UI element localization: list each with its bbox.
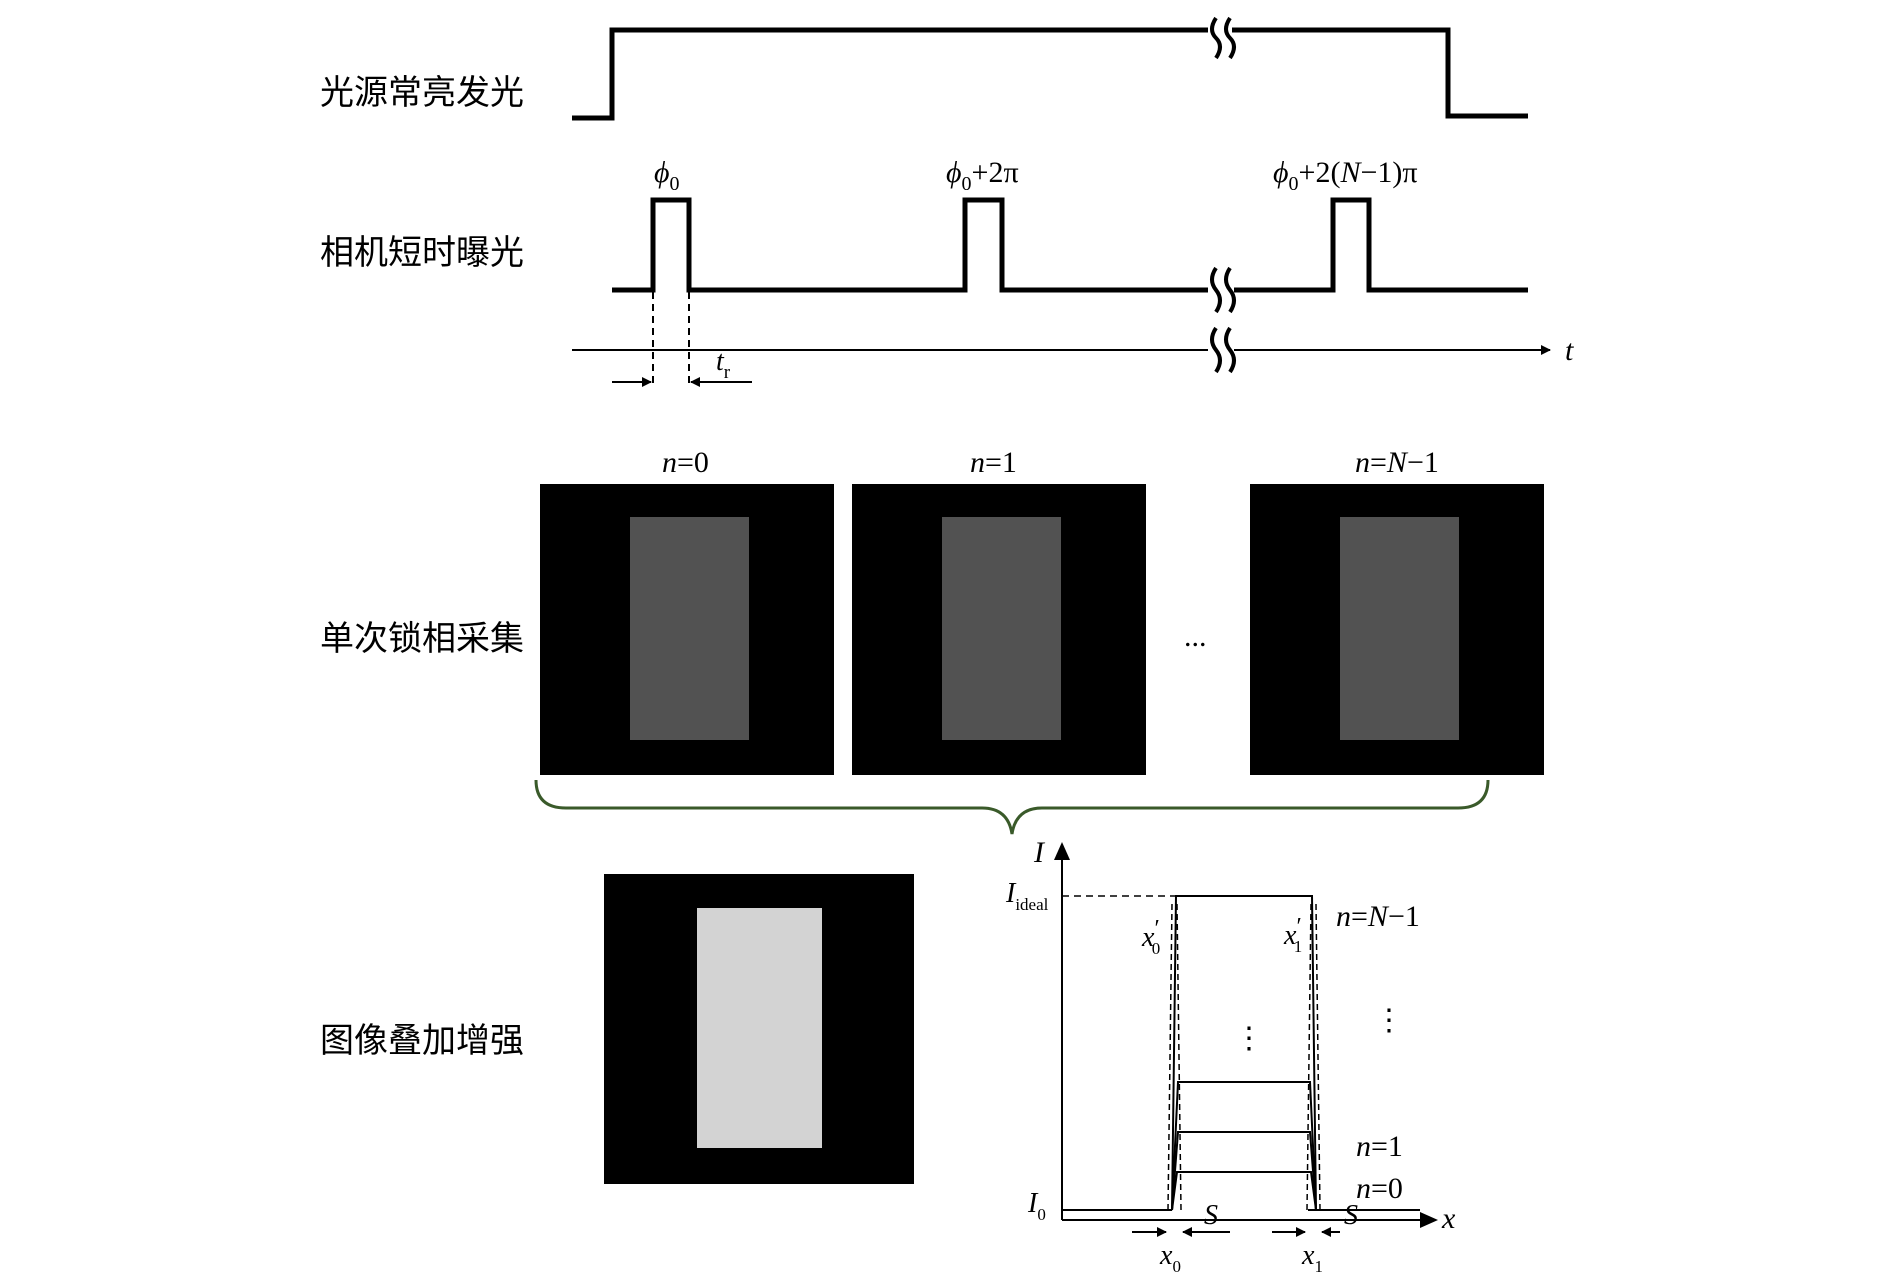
frame-bright-region	[1340, 517, 1459, 740]
profile-curve-n1	[1171, 1131, 1317, 1211]
profile-vdots-inner: ⋮	[1234, 1022, 1264, 1055]
frame-image-n0	[540, 484, 834, 775]
break-mark-camera	[1208, 266, 1236, 314]
stacked-bright-region	[697, 908, 822, 1148]
profile-vdots-outer: ⋮	[1374, 1004, 1404, 1037]
frame-label-n1: n=1	[970, 446, 1017, 479]
x0-prime-label: x′0	[1141, 916, 1160, 958]
profile-axes	[1054, 842, 1438, 1228]
profile-curve-mid	[1171, 1081, 1317, 1211]
i0-label: I0	[1027, 1188, 1046, 1224]
tr-dimension	[612, 292, 752, 388]
profile-y-axis-label: I	[1033, 836, 1046, 869]
x1-prime-label: x′1	[1283, 914, 1302, 956]
profile-curve-nN-1	[1171, 895, 1317, 1211]
profile-curve-n0	[1171, 1171, 1317, 1211]
curve-label-n1: n=1	[1356, 1130, 1403, 1163]
row-label-light: 光源常亮发光	[320, 73, 524, 113]
row-label-single: 单次锁相采集	[320, 619, 524, 659]
frame-label-nN-1: n=N−1	[1355, 446, 1439, 479]
row-label-camera: 相机短时曝光	[320, 233, 524, 273]
frame-label-n0: n=0	[662, 446, 709, 479]
frame-bright-region	[630, 517, 749, 740]
s-label-left: S	[1204, 1200, 1218, 1231]
s-label-right: S	[1344, 1200, 1358, 1231]
frame-bright-region	[942, 517, 1061, 740]
edge-guides	[1167, 903, 1321, 1211]
profile-x-axis-label: x	[1441, 1202, 1456, 1235]
camera-signal-waveform	[612, 197, 1528, 293]
light-signal-waveform	[572, 27, 1528, 121]
break-mark-light	[1208, 16, 1236, 60]
curve-label-nN-1: n=N−1	[1336, 900, 1420, 933]
row-label-stack: 图像叠加增强	[320, 1021, 524, 1061]
frame-image-n1	[852, 484, 1146, 775]
frames-ellipsis: ...	[1184, 620, 1207, 653]
i-ideal-label: Iideal	[1005, 878, 1049, 914]
pulse-label-phi0: ϕ0	[654, 156, 680, 195]
x0-label: x0	[1159, 1240, 1181, 1276]
frame-image-nN-1	[1250, 484, 1544, 775]
break-mark-axis	[1208, 326, 1236, 374]
curve-label-n0: n=0	[1356, 1172, 1403, 1205]
pulse-label-phi0-2pi: ϕ0+2π	[946, 156, 1019, 195]
x1-label: x1	[1301, 1240, 1323, 1276]
pulse-label-phi0-2n-1pi: ϕ0+2(N−1)π	[1273, 156, 1418, 195]
profile-curves	[1171, 895, 1317, 1211]
stacked-image	[604, 874, 914, 1184]
summation-brace	[534, 779, 1490, 835]
tr-label: tr	[716, 346, 731, 383]
time-axis-label: t	[1565, 334, 1574, 367]
